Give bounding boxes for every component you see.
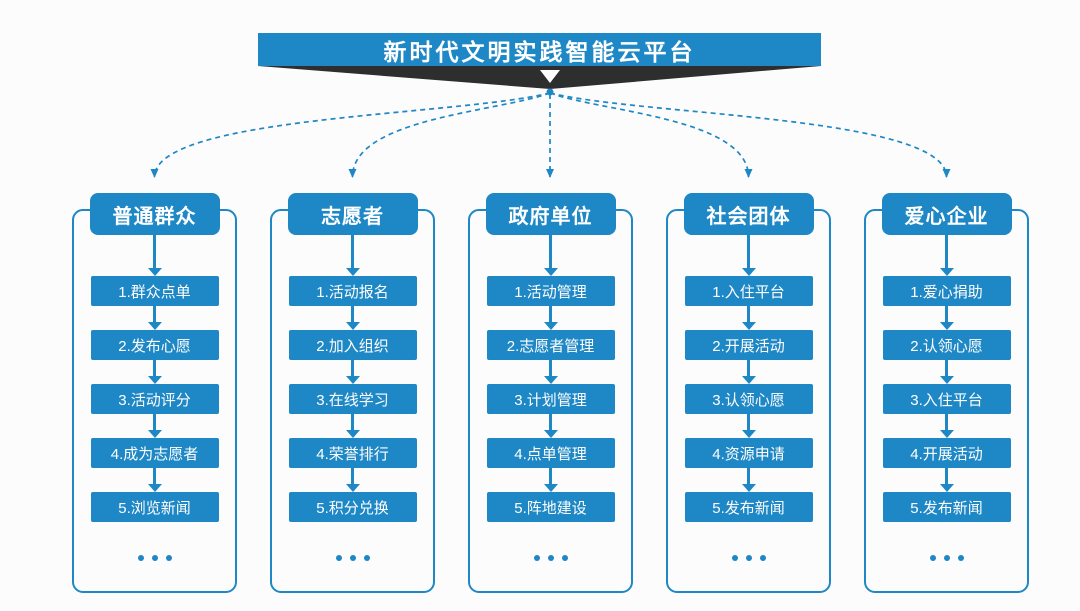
column-header: 政府单位 [485, 193, 616, 235]
down-arrow-icon [939, 468, 954, 492]
step-box: 5.发布新闻 [882, 492, 1011, 522]
step-box: 4.点单管理 [486, 438, 615, 468]
down-arrow-icon [741, 306, 756, 330]
step-box: 5.阵地建设 [486, 492, 615, 522]
down-arrow-icon [741, 360, 756, 384]
platform-title-banner: 新时代文明实践智能云平台 [258, 33, 821, 66]
down-arrow-icon [543, 235, 558, 276]
down-arrow-icon [939, 235, 954, 276]
step-box: 1.入住平台 [684, 276, 813, 306]
ellipsis-dots [270, 555, 435, 561]
down-arrow-icon [345, 414, 360, 438]
down-arrow-icon [543, 414, 558, 438]
step-box: 5.积分兑换 [288, 492, 417, 522]
flow-column-volunteers: 志愿者 1.活动报名 2.加入组织 3.在线学习 4.荣誉排行 5.积分兑换 [270, 193, 435, 593]
down-arrow-icon [345, 306, 360, 330]
step-box: 3.计划管理 [486, 384, 615, 414]
flow-column-general-public: 普通群众 1.群众点单 2.发布心愿 3.活动评分 4.成为志愿者 5.浏览新闻 [72, 193, 237, 593]
down-arrow-icon [543, 360, 558, 384]
step-box: 2.开展活动 [684, 330, 813, 360]
down-arrow-icon [345, 468, 360, 492]
down-arrow-icon [939, 306, 954, 330]
banner-ribbon-shape [258, 66, 821, 89]
ellipsis-dots [864, 555, 1029, 561]
step-box: 4.荣誉排行 [288, 438, 417, 468]
down-arrow-icon [147, 360, 162, 384]
down-triangle-icon [540, 70, 560, 83]
down-arrow-icon [147, 414, 162, 438]
step-box: 1.群众点单 [90, 276, 219, 306]
column-header: 爱心企业 [881, 193, 1012, 235]
down-arrow-icon [741, 235, 756, 276]
step-box: 1.爱心捐助 [882, 276, 1011, 306]
column-header: 志愿者 [287, 193, 418, 235]
down-arrow-icon [345, 235, 360, 276]
step-box: 3.在线学习 [288, 384, 417, 414]
down-arrow-icon [543, 306, 558, 330]
step-box: 4.开展活动 [882, 438, 1011, 468]
flow-column-caring-enterprises: 爱心企业 1.爱心捐助 2.认领心愿 3.入住平台 4.开展活动 5.发布新闻 [864, 193, 1029, 593]
column-header: 普通群众 [89, 193, 220, 235]
step-box: 5.浏览新闻 [90, 492, 219, 522]
step-box: 2.发布心愿 [90, 330, 219, 360]
step-box: 1.活动报名 [288, 276, 417, 306]
dashed-connector [549, 92, 753, 178]
down-arrow-icon [147, 468, 162, 492]
column-header: 社会团体 [683, 193, 814, 235]
down-arrow-icon [939, 360, 954, 384]
fan-connector-lines [150, 88, 951, 178]
step-box: 2.加入组织 [288, 330, 417, 360]
down-arrow-icon [147, 235, 162, 276]
ribbon-triangle [258, 66, 821, 89]
ellipsis-dots [468, 555, 633, 561]
down-arrow-icon [345, 360, 360, 384]
flow-column-social-organizations: 社会团体 1.入住平台 2.开展活动 3.认领心愿 4.资源申请 5.发布新闻 [666, 193, 831, 593]
flow-column-government-units: 政府单位 1.活动管理 2.志愿者管理 3.计划管理 4.点单管理 5.阵地建设 [468, 193, 633, 593]
step-box: 4.成为志愿者 [90, 438, 219, 468]
step-box: 3.活动评分 [90, 384, 219, 414]
dashed-connector [348, 92, 551, 178]
step-box: 4.资源申请 [684, 438, 813, 468]
down-arrow-icon [741, 414, 756, 438]
step-box: 2.志愿者管理 [486, 330, 615, 360]
down-arrow-icon [741, 468, 756, 492]
step-box: 3.入住平台 [882, 384, 1011, 414]
down-arrow-icon [147, 306, 162, 330]
step-box: 2.认领心愿 [882, 330, 1011, 360]
dashed-connector [549, 92, 951, 178]
step-box: 1.活动管理 [486, 276, 615, 306]
step-box: 3.认领心愿 [684, 384, 813, 414]
dashed-connector [150, 92, 551, 178]
step-box: 5.发布新闻 [684, 492, 813, 522]
down-arrow-icon [939, 414, 954, 438]
ellipsis-dots [666, 555, 831, 561]
down-arrow-icon [543, 468, 558, 492]
ellipsis-dots [72, 555, 237, 561]
